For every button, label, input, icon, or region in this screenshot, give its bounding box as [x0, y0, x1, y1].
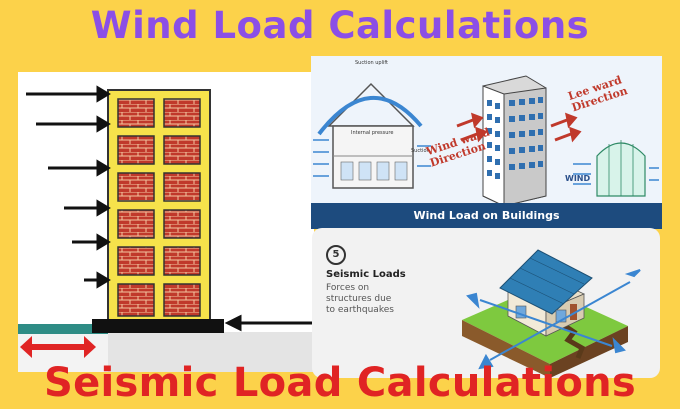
seismic-loads-heading: Seismic Loads — [326, 269, 406, 280]
wall-wind-diagram — [18, 72, 314, 372]
wind-label: WIND — [565, 174, 591, 183]
seismic-load-panel: 5 Seismic Loads Forces on structures due… — [312, 228, 660, 378]
wind-load-panel: Suction uplift Internal pressure Suction… — [311, 56, 662, 229]
title-wind-load: Wind Load Calculations — [90, 4, 590, 47]
wind-load-banner: Wind Load on Buildings — [311, 203, 662, 229]
title-seismic-load: Seismic Load Calculations — [43, 360, 637, 406]
internal-pressure-label: Internal pressure — [351, 130, 394, 136]
step-number-badge: 5 — [326, 245, 346, 265]
wind-buildings-illustration — [313, 75, 659, 207]
suction-label: Suction — [411, 148, 430, 154]
suction-uplift-label: Suction uplift — [355, 60, 389, 66]
brick-building-illustration — [18, 85, 314, 372]
seismic-loads-description: Forces on structures due to earthquakes — [326, 283, 394, 315]
earthquake-house-illustration — [462, 249, 641, 378]
